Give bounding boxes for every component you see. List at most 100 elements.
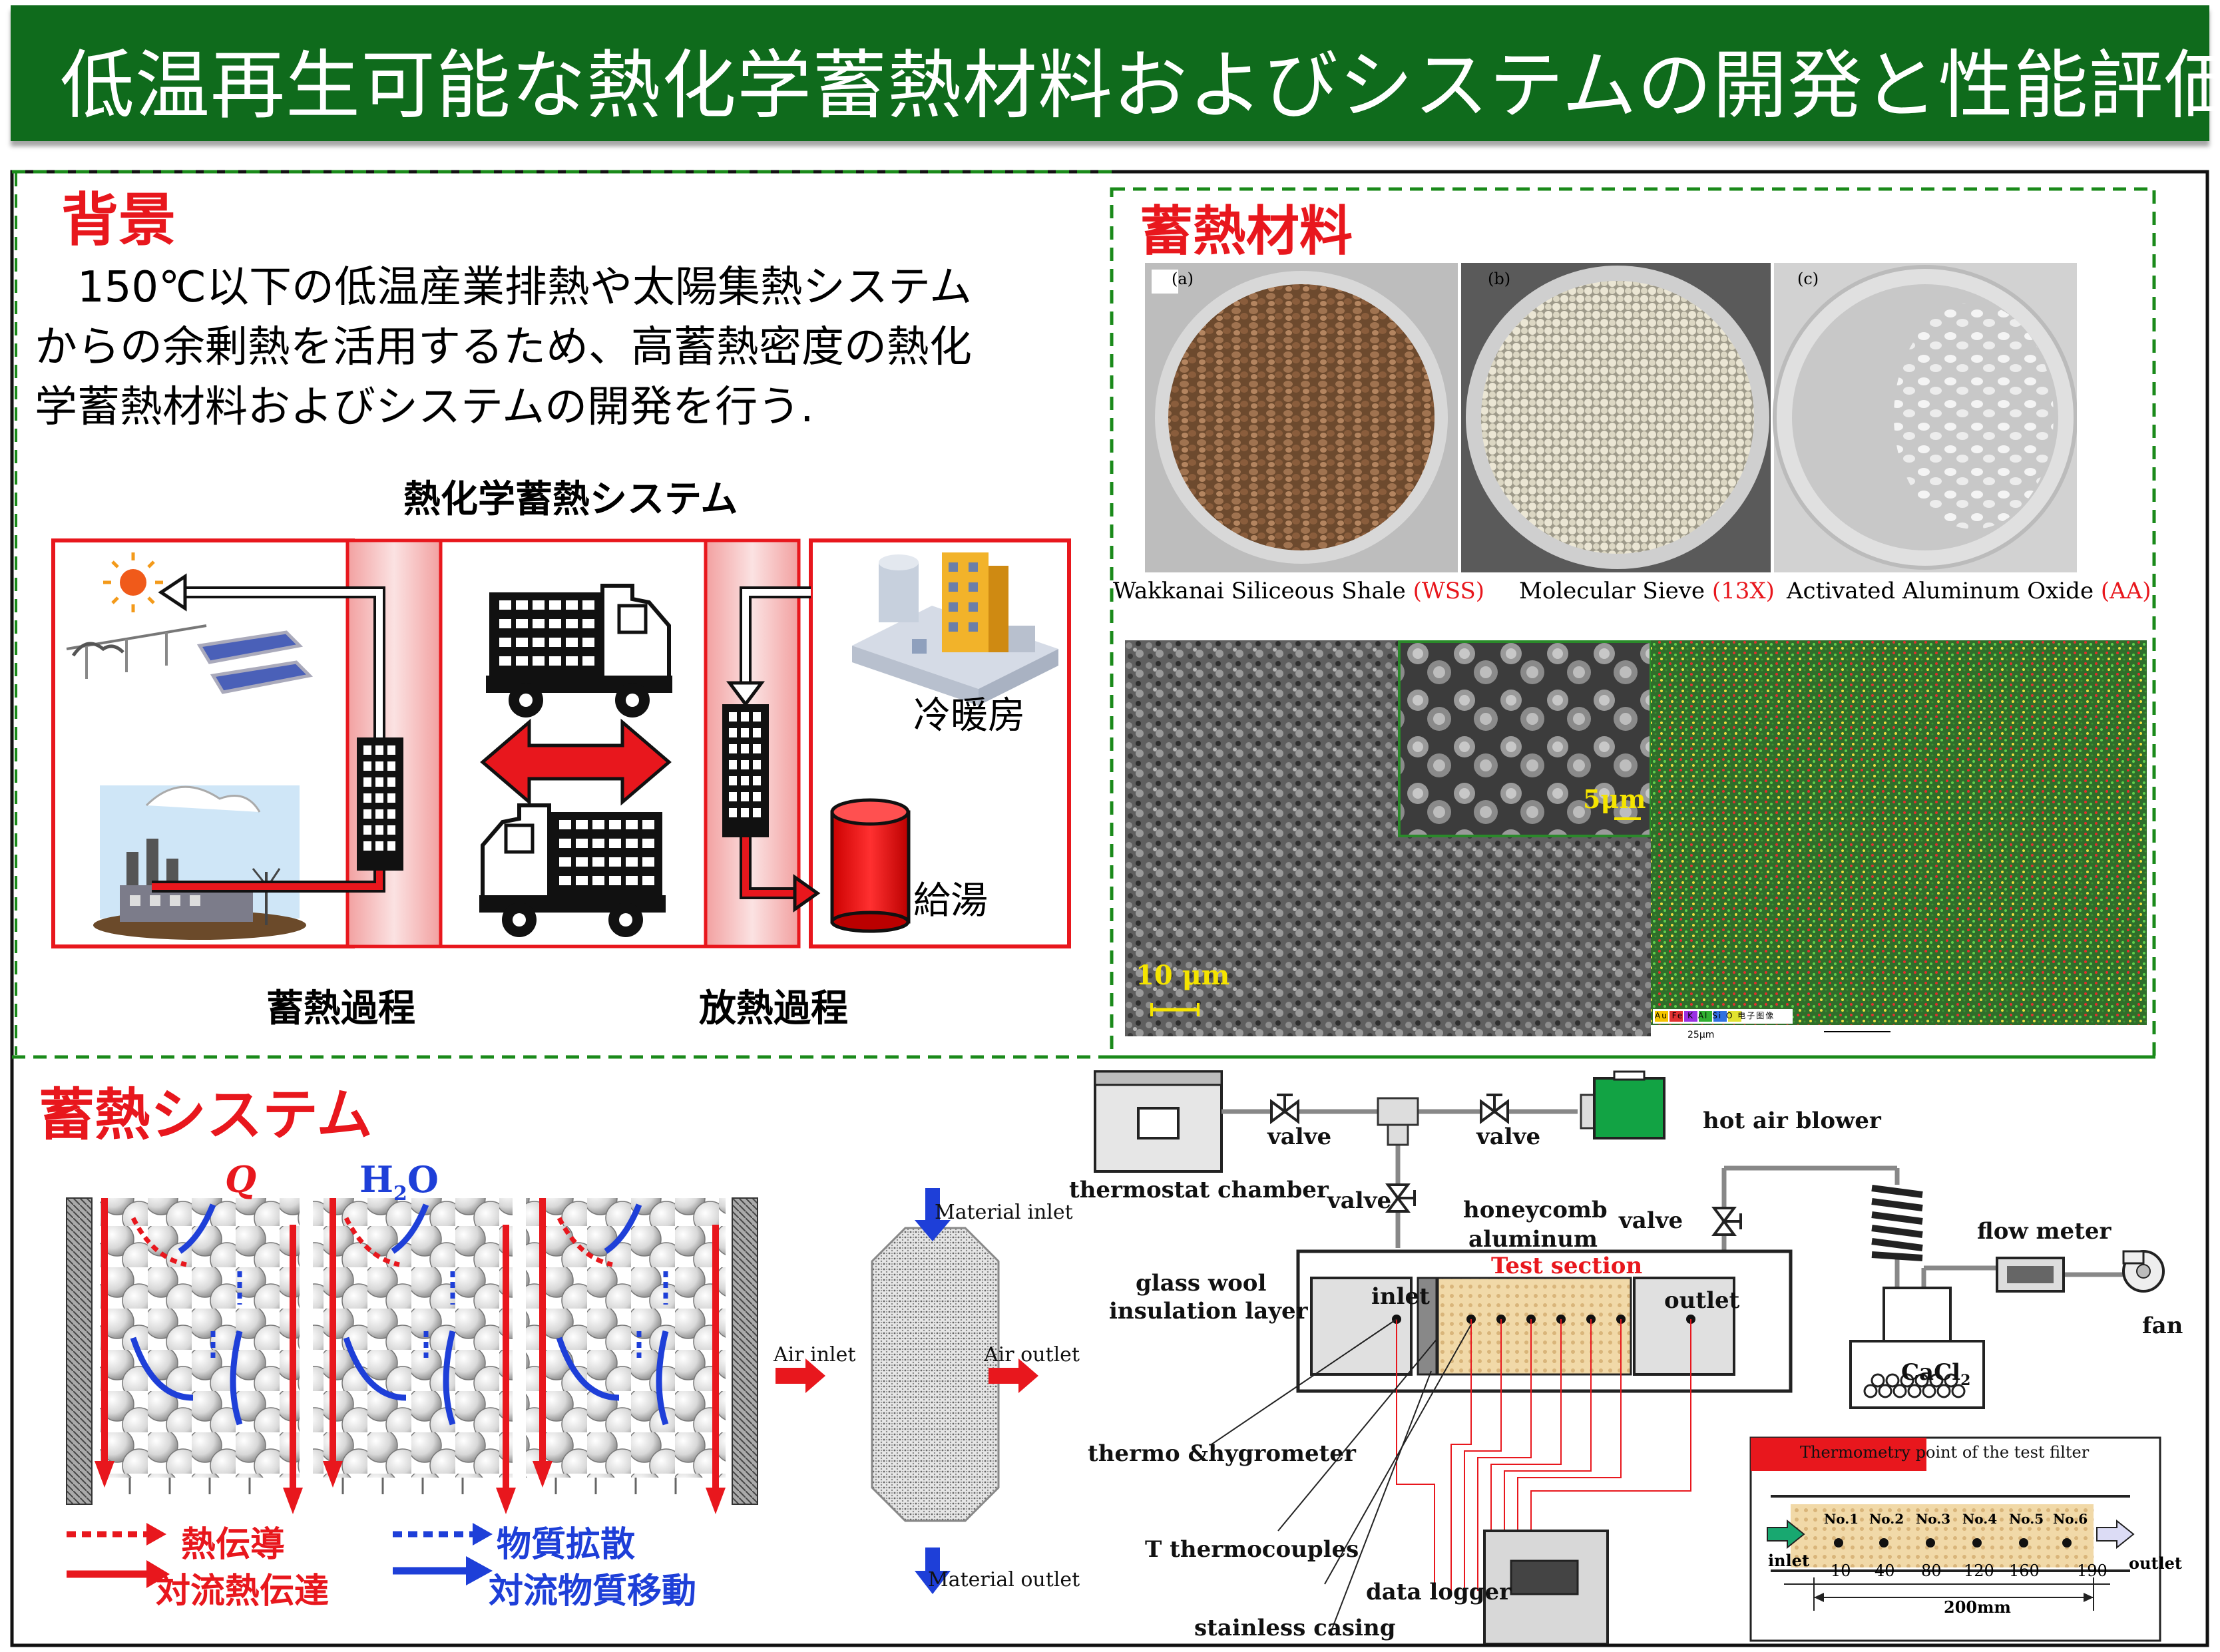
factory-icon (93, 785, 306, 940)
thermometry-outlet: outlet (2129, 1553, 2183, 1573)
hot-water-label: 給湯 (913, 879, 988, 923)
hot-air-blower-label: hot air blower (1703, 1108, 1881, 1134)
hygrometer-label: thermo &hygrometer (1088, 1440, 1356, 1467)
data-logger-label: data logger (1366, 1579, 1512, 1605)
eds-legend-k: K (1687, 1011, 1694, 1020)
hot-water-tank-icon (830, 798, 911, 933)
thermometry-length: 200mm (1944, 1597, 2011, 1617)
photo-tag-c: (c) (1797, 270, 1819, 288)
page-title: 低温再生可能な熱化学蓄熱材料およびシステムの開発と性能評価 (60, 43, 2220, 129)
eds-legend-o: O (1725, 1011, 1734, 1020)
outlet-label: outlet (1664, 1287, 1740, 1314)
hot-air-blower-icon (1580, 1070, 1665, 1139)
cooling-heating-label: 冷暖房 (913, 694, 1025, 737)
photo-tag-a: (a) (1172, 270, 1194, 288)
eds-legend-au: Au (1655, 1011, 1668, 1020)
background-line-1: 150℃以下の低温産業排熱や太陽集熱システム (35, 263, 973, 312)
test-section-label: Test section (1491, 1253, 1643, 1279)
sun-icon (103, 552, 163, 612)
eds-legend-image: 电子图像 (1737, 1011, 1775, 1020)
materials-heading: 蓄熱材料 (1140, 200, 1353, 262)
release-process-label: 放熱過程 (699, 987, 848, 1030)
packed-bed-diagram (66, 1197, 758, 1514)
thermometry-point-6: No.6 (2053, 1511, 2088, 1527)
sem-scale-5um: 5μm (1583, 784, 1646, 814)
eds-legend-si: Si (1712, 1011, 1723, 1020)
building-icon (852, 552, 1058, 706)
experimental-apparatus (1094, 1070, 2165, 1644)
honeycomb-label: honeycomb (1463, 1197, 1608, 1223)
system-heading: 蓄熱システム (39, 1082, 373, 1147)
thermochemical-system-diagram (51, 538, 1071, 948)
thermometry-point-5: No.5 (2009, 1511, 2044, 1527)
valve-label-2: valve (1476, 1124, 1541, 1150)
material-inlet-label: Material inlet (935, 1201, 1073, 1224)
aluminum-label: aluminum (1468, 1226, 1598, 1253)
stainless-label: stainless casing (1194, 1615, 1396, 1641)
background-line-2: からの余剰熱を活用するため、高蓄熱密度の熱化 (35, 323, 972, 372)
eds-legend-al: Al (1697, 1011, 1709, 1020)
flow-meter-label: flow meter (1977, 1218, 2111, 1245)
thermometry-point-4: No.4 (1962, 1511, 1998, 1527)
thermometry-point-2: No.2 (1869, 1511, 1904, 1527)
valve-label-4: valve (1619, 1207, 1683, 1234)
thermometry-pos-3: 80 (1921, 1561, 1942, 1580)
material-name-aa: Activated Aluminum Oxide (AA) (1787, 578, 2151, 604)
heat-exchanger-left (357, 737, 403, 871)
sem-images (1125, 640, 2147, 1040)
legend-convective-mass: 対流物質移動 (489, 1571, 697, 1611)
system-diagram-title: 熱化学蓄熱システム (403, 478, 738, 521)
reactor-column (776, 1188, 1038, 1594)
thermometry-pos-1: 10 (1831, 1561, 1851, 1580)
background-heading: 背景 (61, 187, 176, 254)
cacl2-label: CaCl2 (1901, 1359, 1971, 1389)
thermostat-label: thermostat chamber (1069, 1177, 1329, 1203)
thermometry-title: Thermometry point of the test filter (1800, 1443, 2090, 1462)
legend-diffusion: 物質拡散 (497, 1525, 636, 1565)
data-logger-icon (1483, 1530, 1609, 1644)
transport-legend-arrows (67, 1523, 493, 1588)
title-bar (11, 5, 2209, 141)
storage-process-label: 蓄熱過程 (266, 987, 415, 1030)
air-outlet-label: Air outlet (984, 1343, 1080, 1366)
material-name-wss: Wakkanai Siliceous Shale (WSS) (1113, 578, 1485, 604)
cacl2-vessel-icon (1849, 1287, 1985, 1409)
eds-legend: Au Fe K Al Si O 电子图像 (1655, 1010, 1775, 1021)
release-flow-pipe (726, 586, 821, 913)
eds-scale: 25μm (1687, 1030, 1715, 1040)
sem-scale-10um: 10 μm (1136, 960, 1230, 991)
fan-label: fan (2142, 1313, 2183, 1339)
double-arrow-icon (480, 718, 672, 806)
flow-meter-icon (1996, 1257, 2065, 1293)
thermometry-inlet: inlet (1768, 1551, 1810, 1570)
valve-icon (1270, 1094, 1742, 1236)
thermostat-chamber-icon (1094, 1070, 1223, 1173)
thermometry-pos-4: 120 (1964, 1561, 1994, 1580)
material-outlet-label: Material outlet (928, 1568, 1080, 1591)
glass-wool-label: glass wool (1136, 1270, 1267, 1297)
legend-conduction: 熱伝導 (181, 1525, 286, 1565)
material-name-13x: Molecular Sieve (13X) (1519, 578, 1775, 604)
legend-convective-heat: 対流熱伝達 (156, 1571, 330, 1611)
background-line-3: 学蓄熱材料およびシステムの開発を行う. (35, 383, 814, 432)
valve-label-1: valve (1267, 1124, 1332, 1150)
q-label: Q (225, 1158, 257, 1201)
h2o-label: H2O (359, 1158, 439, 1205)
inlet-label: inlet (1371, 1283, 1430, 1310)
truck-icon-return (479, 803, 666, 937)
thermometry-point-3: No.3 (1916, 1511, 1951, 1527)
thermometry-point-1: No.1 (1824, 1511, 1859, 1527)
eds-legend-fe: Fe (1671, 1011, 1684, 1020)
thermometry-pos-5: 160 (2009, 1561, 2040, 1580)
fan-icon (2122, 1250, 2165, 1293)
truck-icon (486, 584, 672, 718)
valve-label-3: valve (1327, 1187, 1392, 1214)
coil-icon (1871, 1185, 1923, 1261)
air-inlet-label: Air inlet (774, 1343, 856, 1366)
material-photos (1145, 263, 2077, 572)
thermocouples-label: T thermocouples (1145, 1536, 1359, 1563)
heat-exchanger-right (722, 704, 769, 837)
insulation-label: insulation layer (1109, 1298, 1308, 1325)
thermometry-pos-6: 190 (2077, 1561, 2108, 1580)
